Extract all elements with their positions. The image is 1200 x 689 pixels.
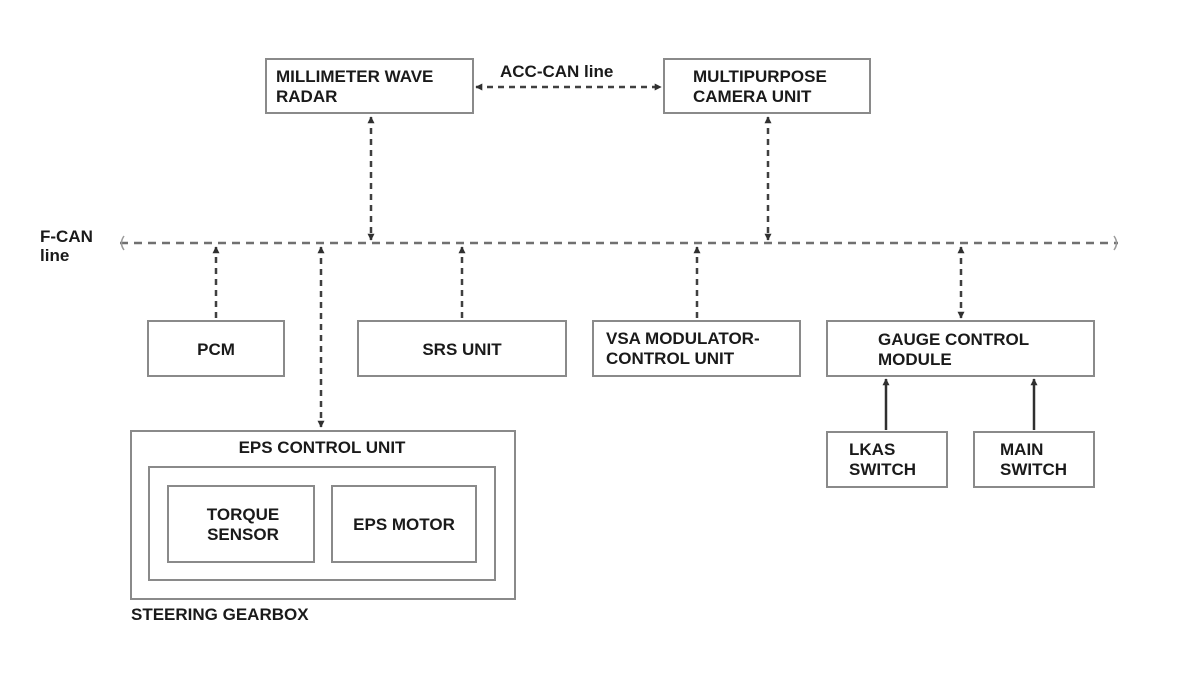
- vsa-box: [592, 320, 801, 377]
- radar-box: [265, 58, 474, 114]
- steering-gearbox-label: STEERING GEARBOX: [131, 605, 309, 624]
- srs-unit-node: SRS UNIT: [357, 320, 567, 377]
- lkas-switch-node: LKAS SWITCH: [826, 431, 948, 488]
- millimeter-wave-radar-node: MILLIMETER WAVE RADAR: [265, 58, 474, 114]
- radar-label-line2: RADAR: [276, 87, 337, 106]
- main-switch-label-line2: SWITCH: [1000, 460, 1067, 479]
- acc-can-label: ACC-CAN line: [500, 62, 613, 81]
- main-switch-node: MAIN SWITCH: [973, 431, 1095, 488]
- camera-label-line1: MULTIPURPOSE: [693, 67, 827, 86]
- pcm-node: PCM: [147, 320, 285, 377]
- vsa-label-line2: CONTROL UNIT: [606, 349, 735, 368]
- srs-box: [357, 320, 567, 377]
- torque-sensor-box: [167, 485, 315, 563]
- torque-sensor-label-line1: TORQUE: [207, 505, 279, 524]
- main-switch-label-line1: MAIN: [1000, 440, 1043, 459]
- gauge-label-line1: GAUGE CONTROL: [878, 330, 1029, 349]
- radar-label-line1: MILLIMETER WAVE: [276, 67, 433, 86]
- gauge-box: [826, 320, 1095, 377]
- vsa-unit-node: VSA MODULATOR- CONTROL UNIT: [592, 320, 801, 377]
- eps-motor-box: [331, 485, 477, 563]
- pcm-label: PCM: [197, 340, 235, 359]
- multipurpose-camera-node: MULTIPURPOSE CAMERA UNIT: [663, 58, 871, 114]
- f-can-label-line2: line: [40, 246, 69, 265]
- srs-label: SRS UNIT: [422, 340, 502, 359]
- camera-label-line2: CAMERA UNIT: [693, 87, 812, 106]
- f-can-bus: [120, 235, 1118, 251]
- main-switch-box: [973, 431, 1095, 488]
- camera-box: [663, 58, 871, 114]
- gauge-control-module-node: GAUGE CONTROL MODULE: [826, 320, 1095, 377]
- lkas-box: [826, 431, 948, 488]
- lkas-label-line1: LKAS: [849, 440, 895, 459]
- lkas-label-line2: SWITCH: [849, 460, 916, 479]
- steering-gearbox-assembly: EPS CONTROL UNIT TORQUE SENSOR EPS MOTOR: [130, 430, 516, 600]
- torque-sensor-label-line2: SENSOR: [207, 525, 279, 544]
- gauge-label-line2: MODULE: [878, 350, 952, 369]
- f-can-label-line1: F-CAN: [40, 227, 93, 246]
- vsa-label-line1: VSA MODULATOR-: [606, 329, 760, 348]
- eps-control-unit-label: EPS CONTROL UNIT: [239, 438, 406, 457]
- eps-motor-label: EPS MOTOR: [353, 515, 455, 534]
- pcm-box: [147, 320, 285, 377]
